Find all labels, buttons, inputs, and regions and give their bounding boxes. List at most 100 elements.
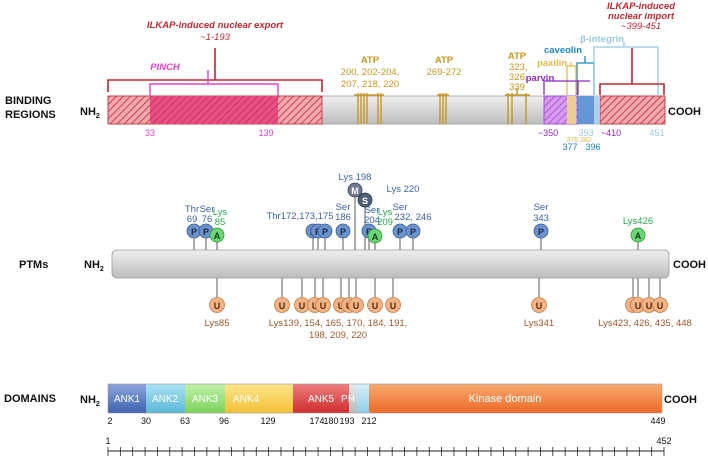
pinch-label: PINCH <box>150 62 181 73</box>
label-ser204: Ser <box>365 205 380 216</box>
domain-ank4 <box>225 384 293 413</box>
domain-ank5 <box>293 384 349 413</box>
domains-nh2-label: NH2 <box>80 394 100 408</box>
label-lys209: Lys <box>378 207 393 218</box>
atp-group-3-line2: 326, <box>509 72 528 83</box>
ubiquitin-badge: U <box>367 297 383 313</box>
pos-63: 63 <box>180 416 190 426</box>
nuclear-import-label-line1: ILKAP-induced <box>607 1 675 12</box>
ptm-lower-stems <box>216 278 661 297</box>
svg-text:P: P <box>203 227 209 237</box>
svg-text:U: U <box>635 301 642 311</box>
label-76: 76 <box>202 214 213 225</box>
label-lys85-top: Lys <box>213 207 228 218</box>
ubiquitin-badge: U <box>348 297 364 313</box>
label-thr-172-173-175: Thr172,173,175 <box>266 211 333 222</box>
svg-text:U: U <box>279 301 286 311</box>
nuclear-import-bracket <box>599 48 665 95</box>
svg-text:P: P <box>191 227 197 237</box>
methyl-badge: M <box>347 182 363 198</box>
label-ser76: Ser <box>200 204 215 215</box>
label-lys220: Lys 220 <box>387 184 420 195</box>
svg-text:P: P <box>410 227 416 237</box>
svg-text:U: U <box>372 301 379 311</box>
atp-group-3-title: ATP <box>508 51 527 62</box>
ank5-label: ANK5 <box>308 394 335 405</box>
phospho-badge: P <box>392 223 408 239</box>
pinch-bracket <box>149 70 279 96</box>
pinch-binding-region <box>150 96 278 124</box>
acetyl-badge: A <box>630 227 646 243</box>
domain-positions: 2 30 63 96 129 174 180 193 212 449 <box>107 416 665 426</box>
label-209: 209 <box>377 217 393 228</box>
svg-text:U: U <box>536 301 543 311</box>
domains-section: DOMAINS NH2 COOH ANK1 ANK2 ANK3 ANK4 ANK… <box>4 383 697 426</box>
label-ser343: Ser <box>534 202 549 213</box>
label-85-top: 85 <box>215 217 226 228</box>
label-69: 69 <box>187 214 198 225</box>
pos-449: 449 <box>650 416 665 426</box>
atp-group-3-line1: 323, <box>509 62 528 73</box>
svg-text:A: A <box>635 231 642 241</box>
label-ser186: Ser <box>336 202 351 213</box>
svg-text:P: P <box>322 227 328 237</box>
acetyl-badge: A <box>367 228 383 244</box>
svg-text:U: U <box>338 301 345 311</box>
ubiquitin-badge: U <box>385 297 401 313</box>
label-343: 343 <box>533 213 549 224</box>
label-ser232: Ser <box>393 202 408 213</box>
ph-label: PH <box>341 394 355 405</box>
pinch-end-position: 139 <box>258 128 273 138</box>
position-410: ~410 <box>601 128 621 138</box>
svg-text:U: U <box>390 301 397 311</box>
pinch-start-position: 33 <box>145 128 155 138</box>
svg-text:U: U <box>320 301 327 311</box>
svg-text:U: U <box>214 301 221 311</box>
beta-integrin-bracket <box>593 42 659 95</box>
label-lys-group-line2: 198, 209, 220 <box>309 330 367 341</box>
ank3-label: ANK3 <box>192 394 219 405</box>
ubiquitin-badges: U U U U U U U U U U U U U U U <box>209 297 668 313</box>
svg-text:U: U <box>312 301 319 311</box>
sumo-badge: S <box>357 192 373 208</box>
ubiquitin-badge: U <box>652 297 668 313</box>
nuclear-export-bracket <box>107 48 323 92</box>
caveolin-bracket <box>576 56 595 95</box>
svg-text:U: U <box>299 301 306 311</box>
pos-129: 129 <box>260 416 275 426</box>
pos-30: 30 <box>141 416 151 426</box>
label-lys341: Lys341 <box>524 318 554 329</box>
svg-text:P: P <box>340 227 346 237</box>
ptm-upper-labels: Thr 69 Ser 76 Lys 85 Thr172,173,175 Ser … <box>185 172 653 228</box>
phospho-badge: P <box>533 223 549 239</box>
acetyl-badge: A <box>209 227 225 243</box>
ptms-nh2-label: NH2 <box>84 259 104 273</box>
kinase-label: Kinase domain <box>469 393 542 405</box>
binding-nh2-label: NH2 <box>80 106 100 120</box>
ptms-protein-bar <box>111 249 670 279</box>
svg-text:A: A <box>214 231 221 241</box>
domain-ank2 <box>146 384 185 413</box>
domain-ank1 <box>108 384 146 413</box>
label-lys426-top: Lys426 <box>623 216 653 227</box>
domain-ph <box>357 384 369 413</box>
ubiquitin-badge: U <box>531 297 547 313</box>
ruler-end: 452 <box>656 436 671 446</box>
domain-bar-outline <box>107 383 663 414</box>
pos-2: 2 <box>107 416 112 426</box>
label-lys-group-line1: Lys139, 154, 165, 170, 184, 191, <box>269 318 408 329</box>
nuclear-export-label: ILKAP-induced nuclear export <box>147 20 284 31</box>
domain-linker <box>349 384 357 413</box>
domains-label: DOMAINS <box>4 393 56 405</box>
ank1-label: ANK1 <box>114 394 141 405</box>
atp-group-3-line3: 339 <box>509 82 525 93</box>
parvin-label: parvin <box>526 73 555 84</box>
label-lys85: Lys85 <box>205 318 230 329</box>
paxilin-binding-region <box>567 96 576 124</box>
phospho-badge: P <box>317 223 333 239</box>
caveolin-label: caveolin <box>544 45 582 56</box>
binding-regions-section: BINDING REGIONS NH2 COOH ILKAP-induced n… <box>5 1 701 152</box>
pos-212: 212 <box>361 416 376 426</box>
ruler-ticks <box>107 447 665 456</box>
